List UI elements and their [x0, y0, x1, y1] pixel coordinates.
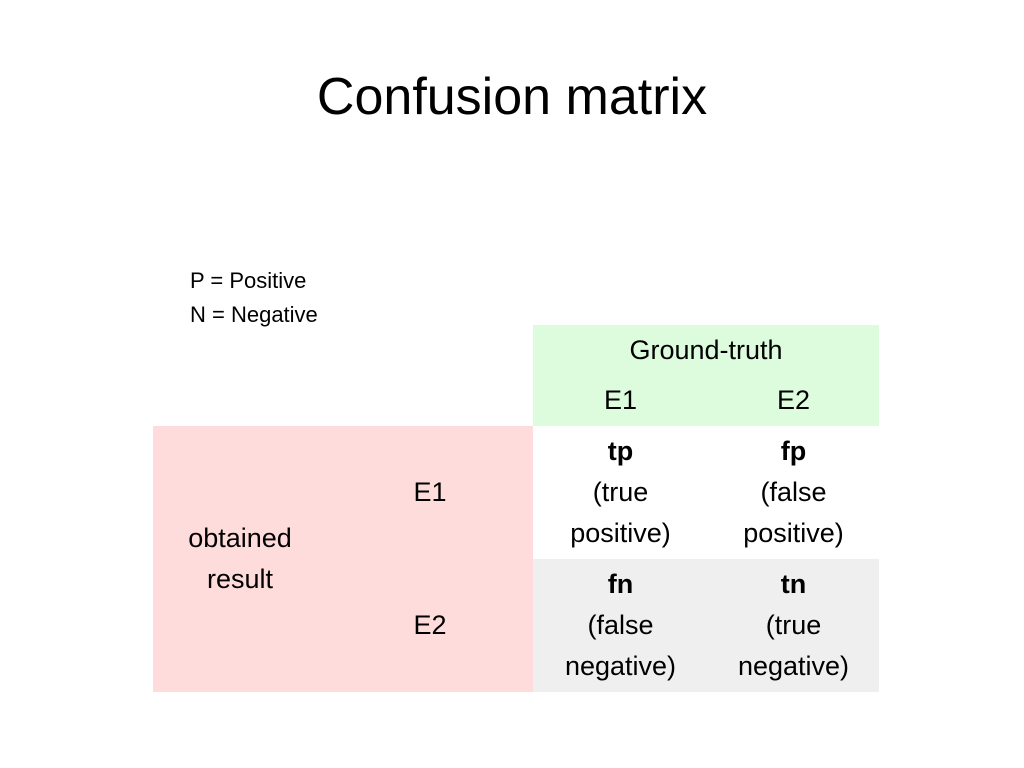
- cell-abbr: fn: [607, 569, 634, 599]
- legend: P = Positive N = Negative: [190, 264, 318, 332]
- cell-desc-line1: (true: [592, 477, 649, 507]
- cell-desc-line2: negative): [564, 651, 677, 681]
- cell-desc-line1: (false: [587, 610, 654, 640]
- cell-abbr: tp: [607, 436, 634, 466]
- page-title: Confusion matrix: [316, 68, 708, 126]
- cell-desc-line1: (true: [765, 610, 822, 640]
- ground-truth-class-e2: E2: [708, 375, 879, 426]
- obtained-label-line1: obtained: [188, 523, 292, 553]
- cell-false-positive: fp (false positive): [708, 426, 879, 559]
- obtained-class-e1: E1: [327, 426, 533, 559]
- ground-truth-label: Ground-truth: [629, 334, 783, 365]
- cell-desc-line2: positive): [570, 518, 671, 548]
- obtained-class-label: E1: [413, 477, 447, 507]
- cell-true-positive: tp (true positive): [533, 426, 708, 559]
- cell-desc-line2: negative): [737, 651, 850, 681]
- ground-truth-class-label: E1: [603, 385, 638, 415]
- cell-abbr: fp: [780, 436, 807, 466]
- legend-positive: P = Positive: [190, 268, 307, 293]
- ground-truth-class-label: E2: [776, 385, 811, 415]
- legend-negative: N = Negative: [190, 302, 318, 327]
- cell-desc-line1: (false: [760, 477, 827, 507]
- obtained-label-line2: result: [206, 564, 274, 594]
- obtained-class-e2: E2: [327, 559, 533, 692]
- ground-truth-header: Ground-truth: [533, 325, 879, 375]
- cell-false-negative: fn (false negative): [533, 559, 708, 692]
- cell-desc-line2: positive): [743, 518, 844, 548]
- ground-truth-class-e1: E1: [533, 375, 708, 426]
- obtained-result-header: obtained result: [153, 426, 327, 692]
- cell-abbr: tn: [780, 569, 807, 599]
- obtained-class-label: E2: [413, 610, 447, 640]
- cell-true-negative: tn (true negative): [708, 559, 879, 692]
